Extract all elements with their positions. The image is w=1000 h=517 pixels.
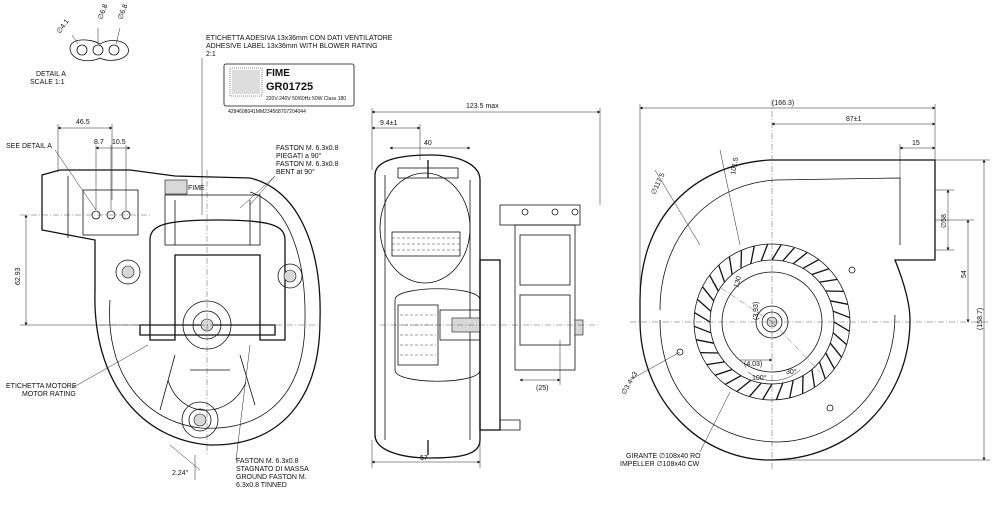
- impeller-blade: [825, 352, 835, 370]
- right-view-d403: (4.03): [744, 361, 762, 368]
- impeller-blade: [819, 278, 838, 283]
- front-view-faston2-line1: FASTON M. 6.3x0.8: [236, 458, 299, 465]
- impeller-blade: [829, 342, 843, 358]
- side-view-dim-4: 57: [420, 455, 428, 462]
- front-view-faston2-line2: STAGNATO DI MASSA: [236, 466, 309, 473]
- impeller-blade: [811, 369, 816, 388]
- right-view-impeller-line2: IMPELLER ∅108x40 CW: [620, 461, 700, 468]
- impeller-blade: [724, 375, 742, 385]
- detail-a-scale: SCALE 1:1: [30, 79, 65, 86]
- right-view-d15: 15: [912, 140, 920, 147]
- label-note-line3: 2:1: [206, 51, 216, 58]
- front-view-faston1-line3: FASTON M. 6.3x0.8: [276, 161, 339, 168]
- front-view-faston2-line3: GROUND FASTON M.: [236, 474, 307, 481]
- front-view-dim-a: 8.7: [94, 139, 104, 146]
- right-view-dia1175: ∅117.5: [650, 172, 666, 196]
- impeller-blade: [695, 339, 714, 344]
- front-view: FIME 46.5 8.7 10.5 SEE DETAIL A 62.93: [6, 119, 339, 489]
- front-view-dim-b: 10.5: [112, 139, 126, 146]
- side-view-dim-2: 40: [424, 140, 432, 147]
- impeller-blade: [750, 245, 755, 264]
- rating-label-specs: 220V-240V 50/60Hz 50W Class 180: [266, 96, 346, 102]
- impeller-blade: [832, 310, 851, 319]
- impeller-blade: [748, 382, 762, 398]
- front-view-faston1-line1: FASTON M. 6.3x0.8: [276, 145, 339, 152]
- label-note: ETICHETTA ADESIVA 13x36mm CON DATI VENTI…: [201, 35, 393, 215]
- front-view-dim-bottom: 2.24°: [172, 469, 189, 477]
- right-view-d58: ∅58: [941, 214, 948, 228]
- impeller-blade: [789, 380, 794, 399]
- front-view-faston1-line2: PIEGATI a 90°: [276, 152, 322, 160]
- side-view-dim-3: (25): [536, 385, 548, 392]
- impeller-blade: [694, 312, 711, 323]
- impeller-blade: [718, 264, 726, 283]
- front-view-faston2-line4: 6.3x0.8 TINNED: [236, 482, 287, 489]
- detail-a-title: DETAIL A: [36, 71, 66, 78]
- detail-a-dia2: ∅6.8: [97, 3, 109, 20]
- impeller-blade: [811, 268, 830, 276]
- rating-label-brand: FIME: [266, 68, 290, 79]
- impeller-blade: [693, 325, 712, 334]
- impeller-blade: [762, 383, 773, 400]
- right-view-d393: (3.93): [753, 302, 760, 320]
- impeller-blade: [833, 321, 850, 332]
- rating-label: FIME GR01725 220V-240V 50/60Hz 50W Class…: [223, 63, 355, 115]
- impeller-blade: [792, 251, 808, 265]
- impeller-blade: [760, 243, 769, 262]
- right-view: (166.3) 87±1 15 ∅117.5 101.5 ∅58 54 (158…: [620, 100, 990, 470]
- impeller-blade: [832, 332, 848, 346]
- right-view-d54: 54: [961, 270, 968, 278]
- impeller-blade: [701, 286, 715, 302]
- impeller-blade: [696, 298, 712, 312]
- right-view-d1587: (158.7): [977, 308, 984, 330]
- rating-label-barcode: 4284608041MM234568707204044: [228, 109, 306, 115]
- front-view-label-brand: FIME: [188, 185, 205, 192]
- label-note-line2: ADHESIVE LABEL 13x36mm WITH BLOWER RATIN…: [206, 43, 378, 50]
- right-view-impeller-line1: GIRANTE ∅108x40 RO: [626, 453, 701, 460]
- front-view-dim-top: 46.5: [76, 119, 90, 126]
- side-view-dim-1: 9.4±1: [380, 120, 398, 127]
- right-view-overall: (166.3): [772, 100, 794, 107]
- right-view-d87: 87±1: [846, 116, 862, 123]
- impeller-blade: [775, 382, 784, 401]
- rating-label-model: GR01725: [266, 81, 313, 93]
- right-view-a30: 30°: [786, 368, 797, 376]
- side-view-dim-max: 123.5 max: [466, 103, 499, 110]
- side-view: 123.5 max 9.4±1 40 (25) 57: [371, 103, 601, 468]
- front-view-motor-label-line1: ETICHETTA MOTORE: [6, 383, 77, 390]
- impeller-blade: [714, 368, 733, 376]
- impeller-blade: [802, 259, 820, 269]
- front-view-dim-side: 62.93: [15, 267, 22, 285]
- impeller-blade: [830, 300, 849, 305]
- detail-a: ∅4.1 ∅6.8 ∅6.8 DETAIL A SCALE 1:1: [30, 3, 129, 86]
- front-view-faston1-line4: BENT at 90°: [276, 168, 315, 176]
- impeller-blade: [706, 361, 725, 366]
- impeller-blade: [818, 361, 826, 380]
- front-view-see-detail: SEE DETAIL A: [6, 143, 52, 150]
- right-view-holes: ∅3.4 x3: [621, 371, 640, 396]
- impeller-blade: [771, 244, 782, 261]
- front-view-motor-label-line2: MOTOR RATING: [22, 391, 76, 398]
- right-view-a100: 100°: [752, 374, 767, 382]
- detail-a-dia3: ∅6.8: [117, 3, 129, 20]
- right-view-r1015: 101.5: [730, 157, 740, 176]
- detail-a-dia1: ∅4.1: [56, 18, 71, 35]
- right-view-r130: 130: [733, 275, 743, 288]
- impeller-blade: [728, 256, 733, 275]
- impeller-blades: [693, 243, 851, 401]
- impeller-blade: [736, 379, 752, 393]
- impeller-blade: [782, 246, 796, 262]
- label-note-line1: ETICHETTA ADESIVA 13x36mm CON DATI VENTI…: [206, 35, 393, 42]
